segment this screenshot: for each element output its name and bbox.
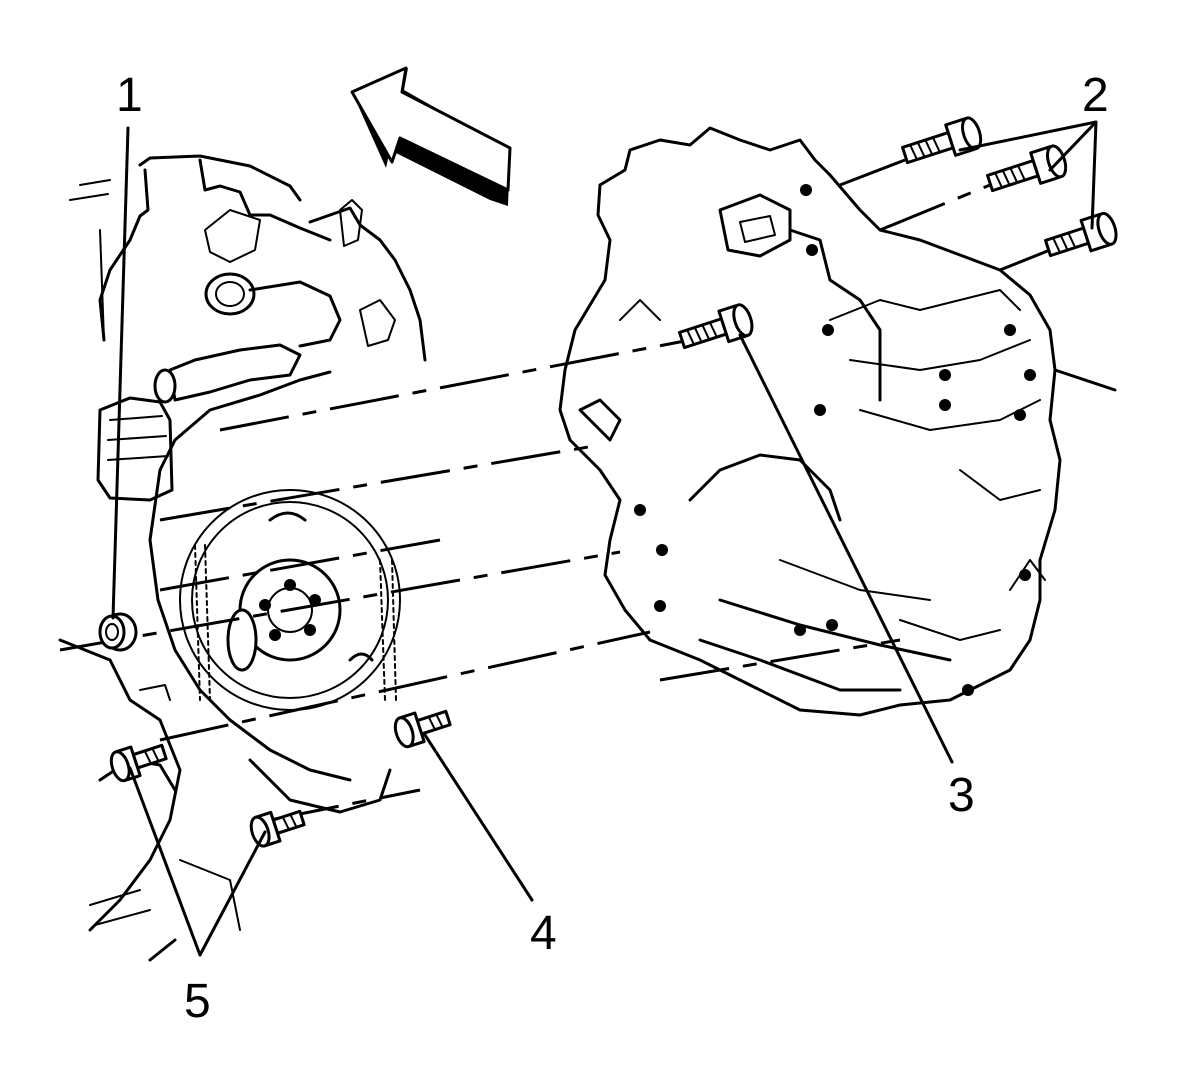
bolt-icon: [109, 116, 1118, 848]
transmission: [558, 126, 1117, 717]
direction-arrow-icon: [350, 66, 512, 206]
callout-4: 4: [530, 907, 557, 960]
leader-lines: [111, 120, 1098, 957]
callout-3: 3: [948, 769, 975, 822]
callout-1: 1: [116, 69, 143, 122]
callout-2: 2: [1082, 69, 1109, 122]
nut-icon: [98, 612, 138, 652]
callout-5: 5: [184, 975, 211, 1028]
flexplate-housing: [139, 370, 401, 814]
alignment-lines: [59, 158, 1056, 822]
